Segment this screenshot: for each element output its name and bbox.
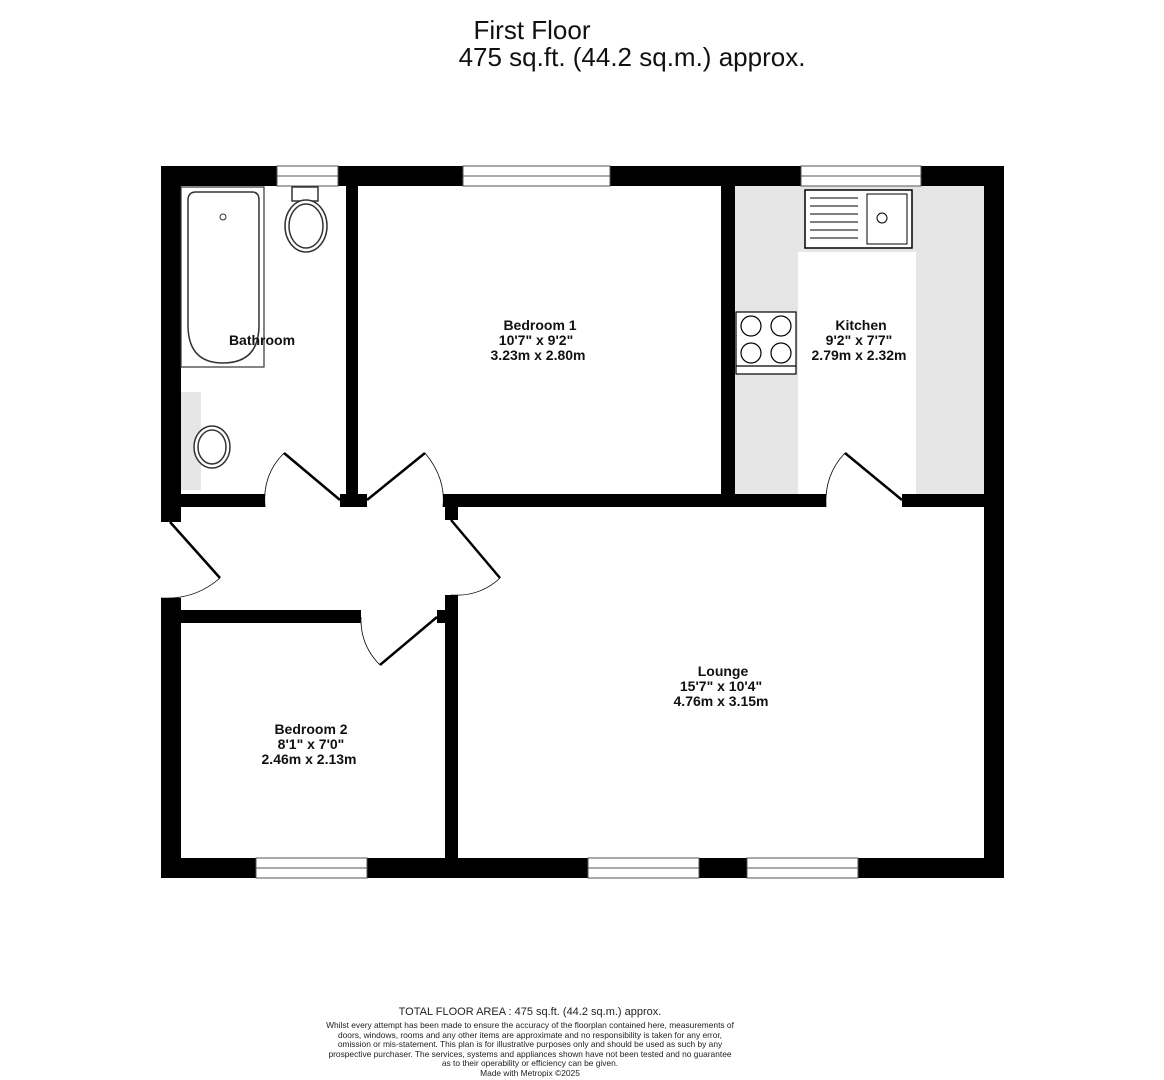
room-metric: 2.46m x 2.13m: [262, 751, 357, 767]
room-metric: 3.23m x 2.80m: [491, 347, 586, 363]
walls: [161, 166, 1004, 878]
room-imperial: 8'1" x 7'0": [278, 736, 345, 752]
windows: [255, 165, 922, 879]
room-name: Bedroom 1: [503, 317, 576, 333]
room-name: Bathroom: [229, 332, 295, 348]
total-floor-area: TOTAL FLOOR AREA : 475 sq.ft. (44.2 sq.m…: [398, 1006, 662, 1018]
doors: [160, 452, 903, 666]
toilet-icon: [284, 186, 328, 253]
room-imperial: 10'7" x 9'2": [499, 332, 573, 348]
sink-icon: [804, 189, 913, 249]
footer: TOTAL FLOOR AREA : 475 sq.ft. (44.2 sq.m…: [300, 1006, 760, 1079]
disclaimer: Whilst every attempt has been made to en…: [326, 1020, 734, 1069]
room-metric: 2.79m x 2.32m: [812, 347, 907, 363]
room-metric: 4.76m x 3.15m: [674, 693, 769, 709]
credit: Made with Metropix ©2025: [480, 1067, 580, 1078]
room-name: Bedroom 2: [274, 721, 347, 737]
floor-area: 475 sq.ft. (44.2 sq.m.) approx.: [458, 42, 806, 72]
bath-icon: [180, 186, 265, 368]
room-name: Kitchen: [835, 317, 886, 333]
room-name: Lounge: [698, 663, 749, 679]
room-imperial: 9'2" x 7'7": [826, 332, 893, 348]
hob-icon: [735, 311, 797, 375]
basin-icon: [193, 425, 231, 469]
room-imperial: 15'7" x 10'4": [680, 678, 762, 694]
floor-title: First Floor: [473, 15, 591, 45]
